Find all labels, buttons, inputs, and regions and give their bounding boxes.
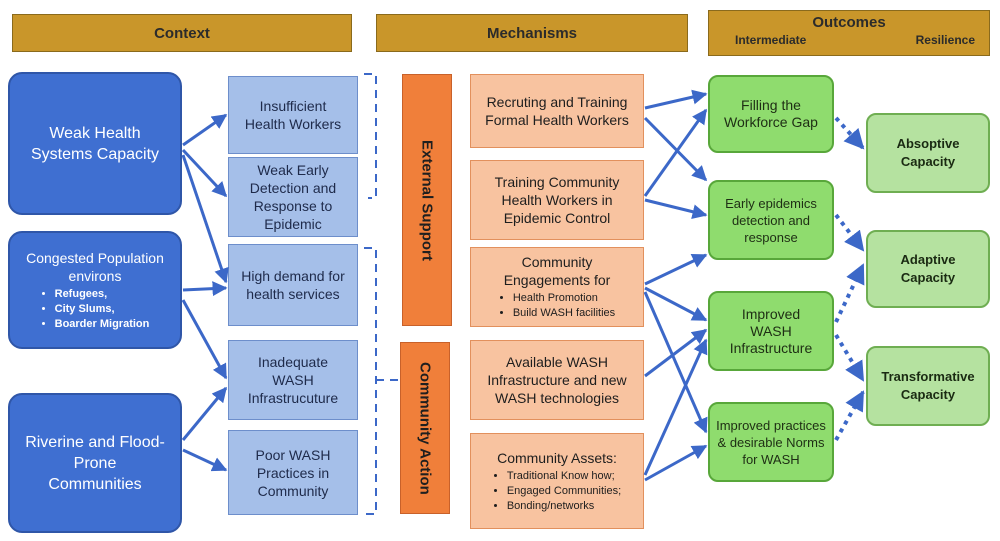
header-mechanisms-label: Mechanisms xyxy=(486,24,578,42)
arrow-riverine-poorwash xyxy=(182,448,228,472)
mechanism-community-engagements: Community Engagements for Health Promoti… xyxy=(470,247,644,327)
arrow-improvedwash-adaptive xyxy=(834,263,865,323)
list-item: City Slums, xyxy=(55,302,150,317)
header-outcomes-label: Outcomes xyxy=(812,14,886,31)
list-item: Traditional Know how; xyxy=(507,469,621,484)
arrow-recruiting-earlyepi xyxy=(643,116,708,182)
list-item: Boarder Migration xyxy=(55,317,150,332)
mechanism-engagements-list: Health Promotion Build WASH facilities xyxy=(499,291,615,321)
resilience-transformative-label: Transformative Capacity xyxy=(881,369,975,402)
arrow-congested-highdemand xyxy=(182,281,228,297)
header-intermediate-label: Intermediate xyxy=(735,33,807,47)
resilience-absorptive-capacity: Absoptive Capacity xyxy=(866,113,990,193)
outcome-improved-wash: Improved WASH Infrastructure xyxy=(708,291,834,371)
arrow-practices-transformative xyxy=(834,390,865,441)
mechanism-available-wash: Available WASH Infrastructure and new WA… xyxy=(470,340,644,420)
list-item: Build WASH facilities xyxy=(513,306,615,321)
context-poor-wash-label: Poor WASH Practices in Community xyxy=(255,446,331,499)
context-riverine-flood-prone: Riverine and Flood-Prone Communities xyxy=(8,393,182,533)
context-insufficient-health-workers: Insufficient Health Workers xyxy=(228,76,358,154)
context-inadequate-wash: Inadequate WASH Infrastrucuture xyxy=(228,340,358,420)
bracket-external-upper xyxy=(364,73,377,199)
resilience-adaptive-capacity: Adaptive Capacity xyxy=(866,230,990,308)
context-riverine-label: Riverine and Flood-Prone Communities xyxy=(25,433,165,493)
arrow-trainingchw-earlyepi xyxy=(644,198,708,220)
context-congested-label: Congested Population environs xyxy=(26,249,164,284)
mechanism-training-chw-label: Training Community Health Workers in Epi… xyxy=(494,174,620,226)
arrow-engagements-practices xyxy=(643,291,708,434)
outcome-early-epidemics: Early epidemics detection and response xyxy=(708,180,834,260)
arrow-trainingchw-filling xyxy=(643,108,708,197)
resilience-absorptive-label: Absoptive Capacity xyxy=(896,136,960,169)
arrow-congested-inadequate xyxy=(181,299,228,380)
context-weak-health-label: Weak Health Systems Capacity xyxy=(30,124,160,163)
arrow-engagements-improvedwash xyxy=(644,286,708,322)
arrow-riverine-inadequate xyxy=(181,386,228,441)
context-poor-wash-practices: Poor WASH Practices in Community xyxy=(228,430,358,515)
header-context-label: Context xyxy=(154,24,210,42)
arrow-weakhealth-insufficient xyxy=(182,113,228,147)
arrow-assets-practices xyxy=(644,444,708,482)
arrow-engagements-earlyepi xyxy=(644,253,708,286)
context-congested-population: Congested Population environs Refugees, … xyxy=(8,231,182,349)
context-high-demand: High demand for health services xyxy=(228,244,358,326)
context-weak-health-systems: Weak Health Systems Capacity xyxy=(8,72,182,215)
context-high-demand-label: High demand for health services xyxy=(241,268,345,302)
context-weak-early-label: Weak Early Detection and Response to Epi… xyxy=(249,162,337,232)
outcome-early-epi-label: Early epidemics detection and response xyxy=(725,195,817,245)
list-item: Bonding/networks xyxy=(507,499,621,514)
outcome-improved-practices-label: Improved practices & desirable Norms for… xyxy=(716,417,826,467)
outcome-filling-label: Filling the Workforce Gap xyxy=(724,97,818,130)
outcome-filling-workforce-gap: Filling the Workforce Gap xyxy=(708,75,834,153)
mechanism-recruiting-training: Recruting and Training Formal Health Wor… xyxy=(470,74,644,148)
resilience-adaptive-label: Adaptive Capacity xyxy=(900,252,956,285)
list-item: Refugees, xyxy=(55,287,150,302)
list-item: Engaged Communities; xyxy=(507,484,621,499)
header-mechanisms: Mechanisms xyxy=(376,14,688,52)
context-inadequate-label: Inadequate WASH Infrastrucuture xyxy=(247,354,339,406)
external-support-label: External Support xyxy=(418,139,436,261)
community-action-label: Community Action xyxy=(416,361,434,495)
community-action-bar: Community Action xyxy=(400,342,450,514)
mechanism-assets-label: Community Assets: xyxy=(497,449,617,466)
context-insufficient-label: Insufficient Health Workers xyxy=(244,98,342,132)
header-context: Context xyxy=(12,14,352,52)
context-weak-early-detection: Weak Early Detection and Response to Epi… xyxy=(228,157,358,237)
header-outcomes: Outcomes Intermediate Resilience xyxy=(708,10,990,56)
mechanism-recruiting-label: Recruting and Training Formal Health Wor… xyxy=(485,94,629,128)
outcome-improved-wash-label: Improved WASH Infrastructure xyxy=(729,305,813,356)
arrow-improvedwash-transformative xyxy=(834,333,865,382)
mechanism-community-assets: Community Assets: Traditional Know how; … xyxy=(470,433,644,529)
mechanism-engagements-label: Community Engagements for xyxy=(503,254,611,288)
bracket-external-lower xyxy=(364,247,377,515)
outcome-improved-practices: Improved practices & desirable Norms for… xyxy=(708,402,834,482)
header-resilience-label: Resilience xyxy=(915,33,975,47)
arrow-weakhealth-weakearly xyxy=(181,148,228,198)
arrow-assets-improvedwash xyxy=(643,338,708,476)
arrow-availablewash-improvedwash xyxy=(644,328,708,378)
context-congested-list: Refugees, City Slums, Boarder Migration xyxy=(41,287,150,332)
mechanism-training-chw: Training Community Health Workers in Epi… xyxy=(470,160,644,240)
mechanism-assets-list: Traditional Know how; Engaged Communitie… xyxy=(493,469,621,514)
arrow-weakhealth-highdemand xyxy=(181,154,229,284)
list-item: Health Promotion xyxy=(513,291,615,306)
arrow-filling-absorptive xyxy=(834,116,865,150)
external-support-bar: External Support xyxy=(402,74,452,326)
mechanism-available-wash-label: Available WASH Infrastructure and new WA… xyxy=(487,354,627,406)
arrow-earlyepi-adaptive xyxy=(834,213,865,252)
resilience-transformative-capacity: Transformative Capacity xyxy=(866,346,990,426)
arrow-recruiting-filling xyxy=(644,89,708,110)
